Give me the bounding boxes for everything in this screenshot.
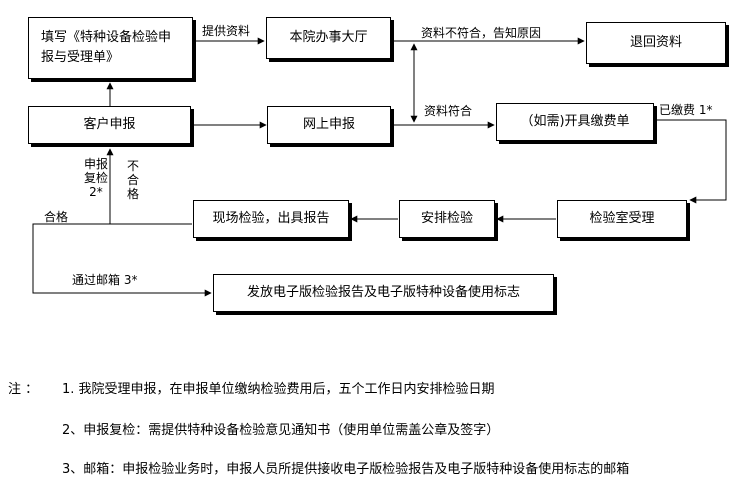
node-customer-label: 客户申报 [83, 117, 136, 132]
label-recheck: 申报复检2* [83, 157, 108, 199]
note-3: 3、邮箱：申报检验业务时，申报人员所提供接收电子版检验报告及电子版特种设备使用标… [62, 462, 630, 477]
edge-onsite-to-customer [106, 148, 192, 225]
edge-onsite-to-issue [32, 223, 212, 297]
node-lab: 检验室受理 [557, 200, 687, 238]
node-online: 网上申报 [267, 106, 391, 144]
node-arrange: 安排检验 [399, 200, 495, 238]
node-fee: （如需)开具缴费单 [496, 103, 654, 141]
node-customer: 客户申报 [28, 106, 191, 144]
node-return-label: 退回资料 [629, 35, 682, 50]
label-provide: 提供资料 [202, 24, 251, 38]
notes-heading: 注 ： [8, 382, 39, 397]
label-notmatch: 资料不符合，告知原因 [421, 26, 542, 40]
node-return: 退回资料 [586, 22, 726, 64]
node-arrange-label: 安排检验 [420, 211, 473, 226]
label-unqualified: 不合格 [126, 159, 139, 201]
note-1: 1. 我院受理申报，在申报单位缴纳检验费用后，五个工作日内安排检验日期 [62, 382, 495, 397]
node-issue-label: 发放电子版检验报告及电子版特种设备使用标志 [246, 285, 520, 300]
node-form: 填写《特种设备检验申报与受理单》 [28, 17, 193, 79]
node-onsite-label: 现场检验，出具报告 [212, 211, 330, 226]
node-form-label: 填写《特种设备检验申报与受理单》 [41, 30, 172, 65]
label-match: 资料符合 [424, 104, 473, 118]
label-qualified: 合格 [44, 210, 69, 224]
node-issue: 发放电子版检验报告及电子版特种设备使用标志 [213, 274, 554, 312]
label-paid: 已缴费 1* [659, 103, 713, 117]
node-hall-label: 本院办事大厅 [289, 30, 368, 45]
node-onsite: 现场检验，出具报告 [193, 200, 349, 238]
label-mail: 通过邮箱 3* [72, 273, 138, 287]
node-lab-label: 检验室受理 [589, 211, 655, 226]
note-2: 2、申报复检：需提供特种设备检验意见通知书（使用单位需盖公章及签字） [62, 423, 500, 438]
node-online-label: 网上申报 [302, 117, 355, 132]
node-hall: 本院办事大厅 [266, 17, 391, 59]
edge-fee-to-lab [656, 119, 727, 204]
node-fee-label: （如需)开具缴费单 [520, 114, 630, 129]
